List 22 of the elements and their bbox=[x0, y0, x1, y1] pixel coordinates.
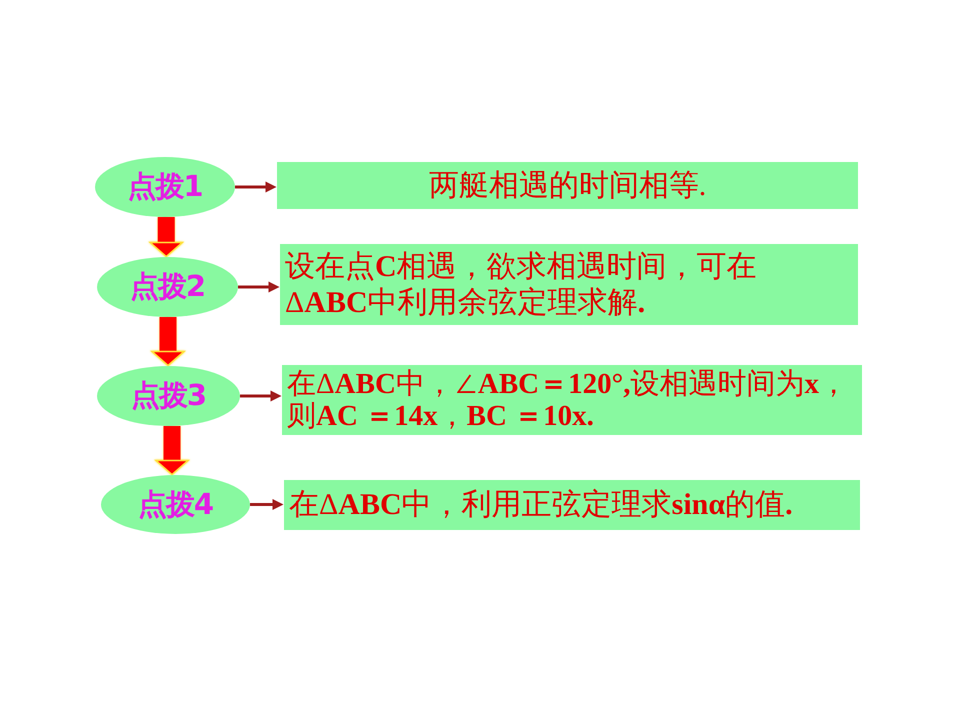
block-arrow bbox=[150, 217, 183, 258]
step-label: 点拨4 bbox=[138, 486, 214, 522]
arrow bbox=[235, 182, 276, 192]
hint-box bbox=[280, 244, 858, 325]
block-arrow bbox=[151, 317, 185, 366]
hint-text: 在ΔABC中，∠ABC＝120°,设相遇时间为x，则AC ＝14x，BC ＝10x. bbox=[287, 368, 849, 432]
hint-text: 在ΔABC中，利用正弦定理求sinα的值. bbox=[289, 487, 793, 523]
step-oval bbox=[101, 475, 250, 534]
arrow bbox=[240, 390, 282, 402]
step-label: 点拨1 bbox=[127, 168, 203, 205]
step-oval bbox=[97, 257, 238, 317]
hint-box bbox=[284, 480, 860, 530]
block-arrow bbox=[155, 426, 189, 476]
arrow bbox=[250, 499, 284, 510]
hint-text: 设在点C相遇，欲求相遇时间，可在ΔABC中利用余弦定理求解. bbox=[285, 248, 758, 320]
step-label: 点拨2 bbox=[130, 268, 206, 305]
step-label: 点拨3 bbox=[130, 377, 206, 414]
hint-text: 两艇相遇的时间相等. bbox=[428, 168, 706, 204]
step-oval bbox=[95, 157, 235, 217]
step-oval bbox=[97, 366, 240, 426]
arrow bbox=[238, 282, 280, 292]
hint-box bbox=[277, 162, 858, 209]
